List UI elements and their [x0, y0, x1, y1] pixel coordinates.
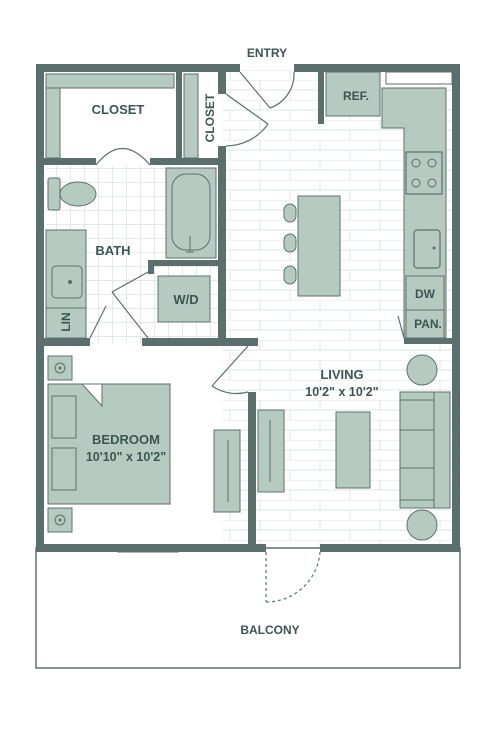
linen-closet	[45, 307, 87, 339]
closet-label: CLOSET	[92, 102, 145, 117]
sofa	[399, 391, 451, 509]
side-closet-label: CLOSET	[203, 93, 217, 142]
entry-label: ENTRY	[247, 46, 287, 60]
washer-dryer	[157, 275, 211, 323]
side-table	[406, 354, 438, 386]
closet-door-swing	[95, 148, 151, 166]
bedroom-label: BEDROOM	[92, 432, 160, 447]
bathtub	[165, 167, 217, 259]
living-label: LIVING	[320, 367, 363, 382]
walls	[36, 64, 460, 552]
refrigerator-label: REF.	[343, 89, 369, 103]
lin-door-swing	[89, 305, 107, 339]
bath-fixtures	[45, 167, 217, 339]
stool	[283, 265, 297, 285]
bed	[47, 383, 171, 505]
side-table	[406, 509, 438, 541]
living-furniture	[257, 354, 451, 541]
living-size: 10'2" x 10'2"	[305, 385, 378, 399]
wd-door-swing	[111, 271, 149, 339]
entry-door-swing	[239, 71, 295, 109]
balcony-label: BALCONY	[240, 623, 299, 637]
kitchen-sink	[413, 229, 441, 269]
cooktop	[405, 151, 443, 195]
bedroom-furniture	[47, 355, 241, 533]
side-closet-door-swing	[225, 93, 269, 147]
stool	[283, 233, 297, 253]
kitchen	[325, 71, 453, 339]
bedroom-door-swing	[211, 345, 249, 395]
linen-label: LIN	[59, 312, 73, 331]
balcony	[35, 545, 461, 669]
toilet	[47, 177, 97, 211]
dresser	[213, 429, 241, 513]
bedroom-size: 10'10" x 10'2"	[86, 450, 166, 464]
nightstand	[47, 355, 73, 381]
coffee-table	[335, 411, 371, 489]
closet-shelves	[45, 73, 199, 159]
dishwasher-label: DW	[415, 287, 436, 301]
pantry-label: PAN.	[414, 317, 442, 331]
pantry	[405, 309, 445, 339]
doors	[89, 71, 405, 603]
stool	[283, 203, 297, 223]
room-labels: ENTRY CLOSET CLOSET REF. BATH W/D LIN DW…	[59, 46, 442, 637]
bath-label: BATH	[95, 243, 130, 258]
upper-cabinet	[385, 71, 453, 85]
nightstand	[47, 507, 73, 533]
pantry-door-swing	[397, 315, 405, 339]
balcony-door-swing	[265, 551, 321, 603]
washer-dryer-label: W/D	[173, 292, 198, 307]
refrigerator	[325, 71, 381, 117]
dishwasher	[405, 275, 445, 311]
media-console	[257, 409, 285, 493]
vanity	[45, 229, 87, 309]
island	[283, 195, 341, 297]
